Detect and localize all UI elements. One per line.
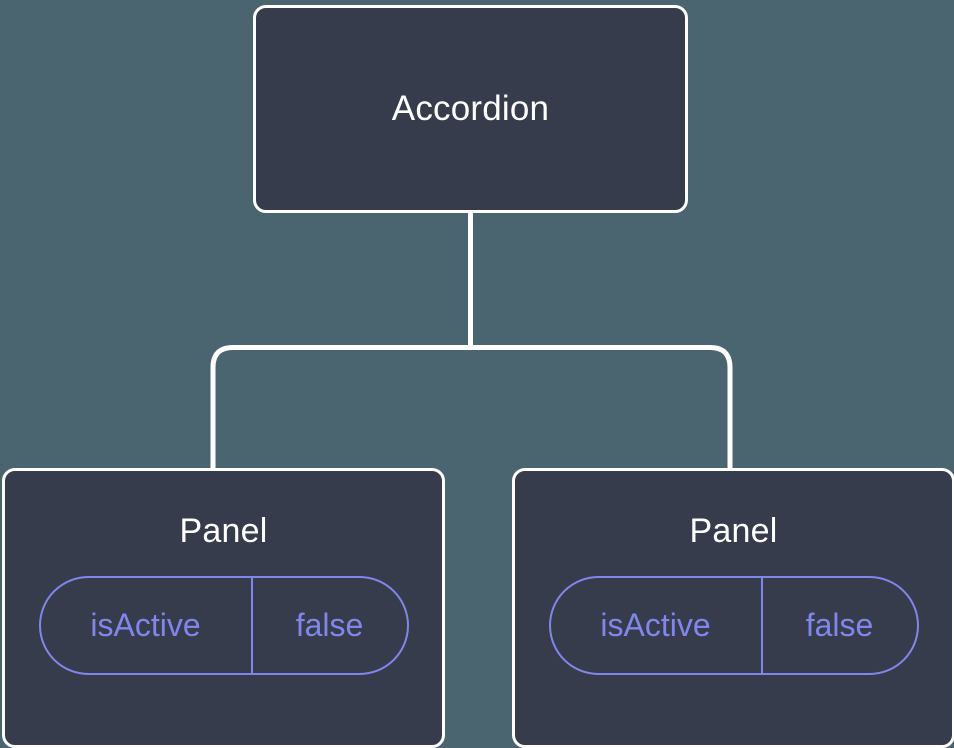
- edge-branch-right: [470, 345, 733, 468]
- node-title-panel: Panel: [179, 512, 268, 550]
- prop-key-label: isActive: [90, 607, 201, 644]
- prop-divider: [250, 578, 253, 674]
- prop-value-label: false: [805, 607, 874, 644]
- prop-key-label: isActive: [600, 607, 711, 644]
- prop-badge-isactive[interactable]: isActive false: [38, 576, 409, 676]
- edge-branch-left: [210, 345, 471, 468]
- node-title-accordion: Accordion: [391, 88, 550, 128]
- node-title-panel: Panel: [689, 512, 778, 550]
- prop-badge-isactive[interactable]: isActive false: [548, 576, 919, 676]
- tree-node-accordion[interactable]: Accordion: [253, 5, 688, 213]
- prop-value-label: false: [295, 607, 364, 644]
- prop-divider: [760, 578, 763, 674]
- tree-node-panel-2[interactable]: Panel isActive false: [512, 468, 954, 748]
- tree-node-panel-1[interactable]: Panel isActive false: [2, 468, 445, 748]
